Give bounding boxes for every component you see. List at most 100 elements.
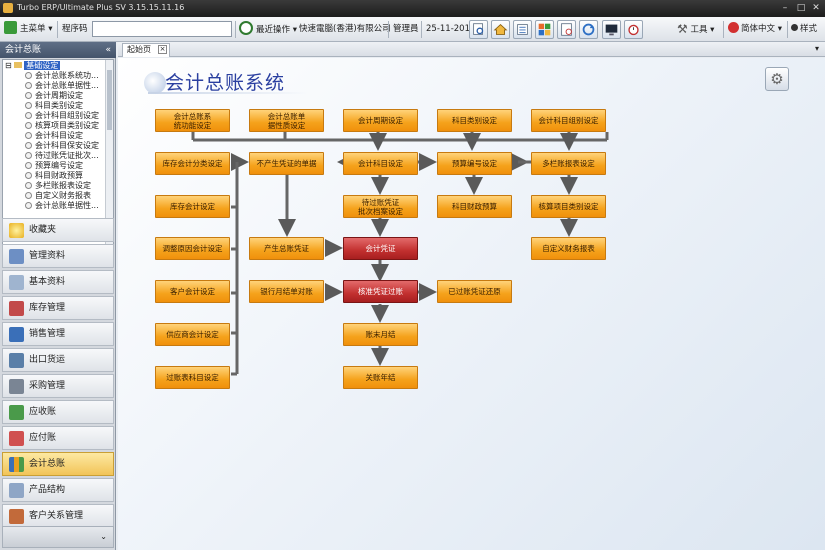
- doc-icon: [25, 92, 32, 99]
- refresh-icon[interactable]: [579, 20, 598, 39]
- maximize-icon[interactable]: □: [796, 3, 806, 13]
- nav-item-favorites[interactable]: 收藏夹: [2, 218, 114, 242]
- home-icon[interactable]: [491, 20, 510, 39]
- flow-box-custom-report[interactable]: 自定义财务报表: [531, 237, 606, 260]
- flow-box-bank-recon[interactable]: 银行月结单对账: [249, 280, 324, 303]
- panel-header: 会计总账 «: [0, 42, 116, 58]
- tree-item[interactable]: 科目类别设定: [25, 101, 105, 111]
- flow-box-adjust-reason[interactable]: 调整原因会计设定: [155, 237, 230, 260]
- tree-item[interactable]: 会计总账系统功...: [25, 71, 105, 81]
- tree-item[interactable]: 会计总账单据性...: [25, 81, 105, 91]
- flow-box-posting-acc[interactable]: 过账表科目设定: [155, 366, 230, 389]
- tree-item[interactable]: 科目财政预算: [25, 171, 105, 181]
- tree-scrollbar[interactable]: [105, 60, 113, 255]
- doc-icon: [25, 102, 32, 109]
- payable-icon: [9, 431, 24, 446]
- nav-item-bom[interactable]: 产品结构: [2, 478, 114, 502]
- tree-item[interactable]: 会计科目组别设定: [25, 111, 105, 121]
- separator: [235, 21, 236, 38]
- tree-item[interactable]: 多栏账报表设定: [25, 181, 105, 191]
- nav-item-export[interactable]: 出口货运: [2, 348, 114, 372]
- flow-box-posted-restore[interactable]: 已过账凭证还原: [437, 280, 512, 303]
- nav-item-purchase[interactable]: 采购管理: [2, 374, 114, 398]
- flow-box-pending-batch[interactable]: 待过账凭证批次档案设定: [343, 195, 418, 218]
- tree-item[interactable]: 待过账凭证批次...: [25, 151, 105, 161]
- close-tab-icon[interactable]: ×: [158, 45, 167, 54]
- collapse-icon[interactable]: «: [105, 45, 111, 55]
- date-label: 25-11-2015: [426, 24, 476, 34]
- tree-item[interactable]: 会计科目保安设定: [25, 141, 105, 151]
- style-button[interactable]: 样式: [791, 21, 817, 38]
- separator: [787, 21, 788, 38]
- app-icon: [3, 3, 13, 13]
- nav-item-management[interactable]: 管理资料: [2, 244, 114, 268]
- tree-item[interactable]: 自定义财务报表: [25, 191, 105, 201]
- tree-item-label: 多栏账报表设定: [35, 181, 91, 190]
- main-menu-button[interactable]: 主菜单 ▾: [4, 21, 52, 38]
- monitor-icon[interactable]: [602, 20, 621, 39]
- tools-button[interactable]: ⚒ 工具 ▾: [677, 22, 715, 36]
- flow-box-month-end[interactable]: 账末月结: [343, 323, 418, 346]
- flow-box-inv-class[interactable]: 库存会计分类设定: [155, 152, 230, 175]
- nav-item-sales[interactable]: 销售管理: [2, 322, 114, 346]
- language-button[interactable]: 简体中文 ▾: [728, 21, 782, 38]
- flow-box-inv-acc[interactable]: 库存会计设定: [155, 195, 230, 218]
- flow-box-non-gen[interactable]: 不产生凭证的单据: [249, 152, 324, 175]
- tree-root[interactable]: ⊟ 基础设定: [5, 61, 61, 70]
- flow-box-acc-type[interactable]: 科目类别设定: [437, 109, 512, 132]
- flow-box-period[interactable]: 会计周期设定: [343, 109, 418, 132]
- tree-item-label: 科目类别设定: [35, 101, 83, 110]
- search-doc-icon[interactable]: [469, 20, 488, 39]
- nav-item-label: 销售管理: [29, 329, 66, 339]
- flow-box-cust-acc[interactable]: 客户会计设定: [155, 280, 230, 303]
- tree-item[interactable]: 预算编号设定: [25, 161, 105, 171]
- flow-box-budget-no[interactable]: 预算编号设定: [437, 152, 512, 175]
- flow-box-approve-post[interactable]: 核准凭证过账: [343, 280, 418, 303]
- tree-item-label: 会计总账单据性...: [35, 201, 99, 210]
- scrollbar-thumb[interactable]: [107, 70, 112, 130]
- flow-box-multi-col[interactable]: 多栏账报表设定: [531, 152, 606, 175]
- flow-box-sys-func[interactable]: 会计总账系统功能设定: [155, 109, 230, 132]
- nav-item-basic-data[interactable]: 基本资料: [2, 270, 114, 294]
- chevron-down-icon[interactable]: ⌄: [100, 532, 107, 541]
- nav-item-crm[interactable]: 客户关系管理: [2, 504, 114, 528]
- alarm-clock-icon[interactable]: [624, 20, 643, 39]
- minimize-icon[interactable]: –: [782, 3, 788, 13]
- panel-footer[interactable]: ⌄: [2, 526, 114, 548]
- tab-dropdown-icon[interactable]: ▾: [814, 44, 819, 53]
- flow-box-proj-type[interactable]: 核算项目类别设定: [531, 195, 606, 218]
- nav-item-receivable[interactable]: 应收账: [2, 400, 114, 424]
- tab-start-page[interactable]: 起始页 ×: [122, 43, 170, 57]
- nav-item-general-ledger[interactable]: 会计总账: [2, 452, 114, 476]
- flow-box-acc-group[interactable]: 会计科目组别设定: [531, 109, 606, 132]
- flow-box-gen-voucher[interactable]: 产生总账凭证: [249, 237, 324, 260]
- close-icon[interactable]: ✕: [812, 3, 820, 13]
- flow-box-supp-acc[interactable]: 供应商会计设定: [155, 323, 230, 346]
- main-menu-label: 主菜单: [20, 24, 46, 34]
- doc-icon: [25, 162, 32, 169]
- tree-item[interactable]: 会计周期设定: [25, 91, 105, 101]
- flow-box-year-end[interactable]: 关账年结: [343, 366, 418, 389]
- program-code-input[interactable]: [92, 21, 232, 37]
- title-underline: [148, 92, 308, 94]
- flow-box-acc-budget[interactable]: 科目财政预算: [437, 195, 512, 218]
- nav-item-inventory[interactable]: 库存管理: [2, 296, 114, 320]
- report-icon[interactable]: [557, 20, 576, 39]
- flow-box-doc-prop[interactable]: 会计总账单据性质设定: [249, 109, 324, 132]
- tree-item[interactable]: 核算项目类别设定: [25, 121, 105, 131]
- recent-ops-button[interactable]: 最近操作 ▾: [239, 21, 297, 38]
- company-label: 快速電腦(香港)有限公司: [299, 24, 391, 34]
- tree-item[interactable]: 会计科目设定: [25, 131, 105, 141]
- structure-icon: [9, 483, 24, 498]
- gear-icon[interactable]: ⚙: [765, 67, 789, 91]
- flow-box-voucher[interactable]: 会计凭证: [343, 237, 418, 260]
- title-bar: Turbo ERP/Ultimate Plus SV 3.15.15.11.16…: [0, 0, 825, 17]
- nav-item-label: 库存管理: [29, 303, 66, 313]
- flow-box-acc-setup[interactable]: 会计科目设定: [343, 152, 418, 175]
- flow-canvas: 会计总账系统 ⚙: [118, 58, 825, 550]
- nav-item-payable[interactable]: 应付账: [2, 426, 114, 450]
- tree-item[interactable]: 会计总账单据性...: [25, 201, 105, 211]
- module-icon[interactable]: [535, 20, 554, 39]
- list-icon[interactable]: [513, 20, 532, 39]
- folder-icon: [14, 62, 23, 68]
